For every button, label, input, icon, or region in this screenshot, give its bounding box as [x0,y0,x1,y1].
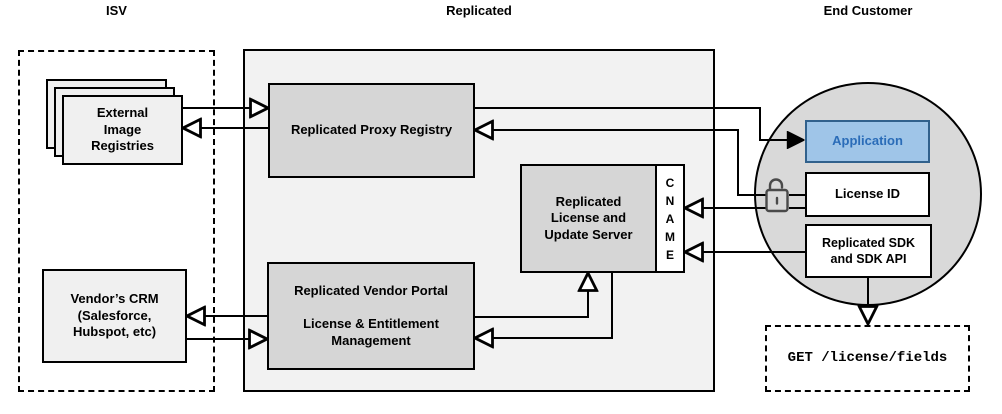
license-update-server-box: Replicated License and Update Server [520,164,657,273]
get-license-fields-box: GET /license/fields [765,325,970,392]
vendor-portal-box: Replicated Vendor Portal License & Entit… [267,262,475,370]
unlocked-padlock-icon [765,178,789,213]
license-id-box: License ID [805,172,930,217]
arrow-license-to-proxy [475,130,767,196]
isv-boundary-box [18,50,215,392]
arrow-portal-to-update-server [475,273,588,318]
end-customer-section-title: End Customer [823,3,913,18]
replicated-sdk-box: Replicated SDK and SDK API [805,224,932,278]
vendor-crm-box: Vendor’s CRM (Salesforce, Hubspot, etc) [42,269,187,363]
application-box: Application [805,120,930,163]
external-registries-box: External Image Registries [62,95,183,165]
cname-box: C N A M E [655,164,685,273]
replicated-section-title: Replicated [446,3,512,18]
proxy-registry-box: Replicated Proxy Registry [268,83,475,178]
arrow-update-server-to-portal [475,273,613,338]
isv-section-title: ISV [106,3,127,18]
arrow-proxy-to-application [475,107,803,140]
